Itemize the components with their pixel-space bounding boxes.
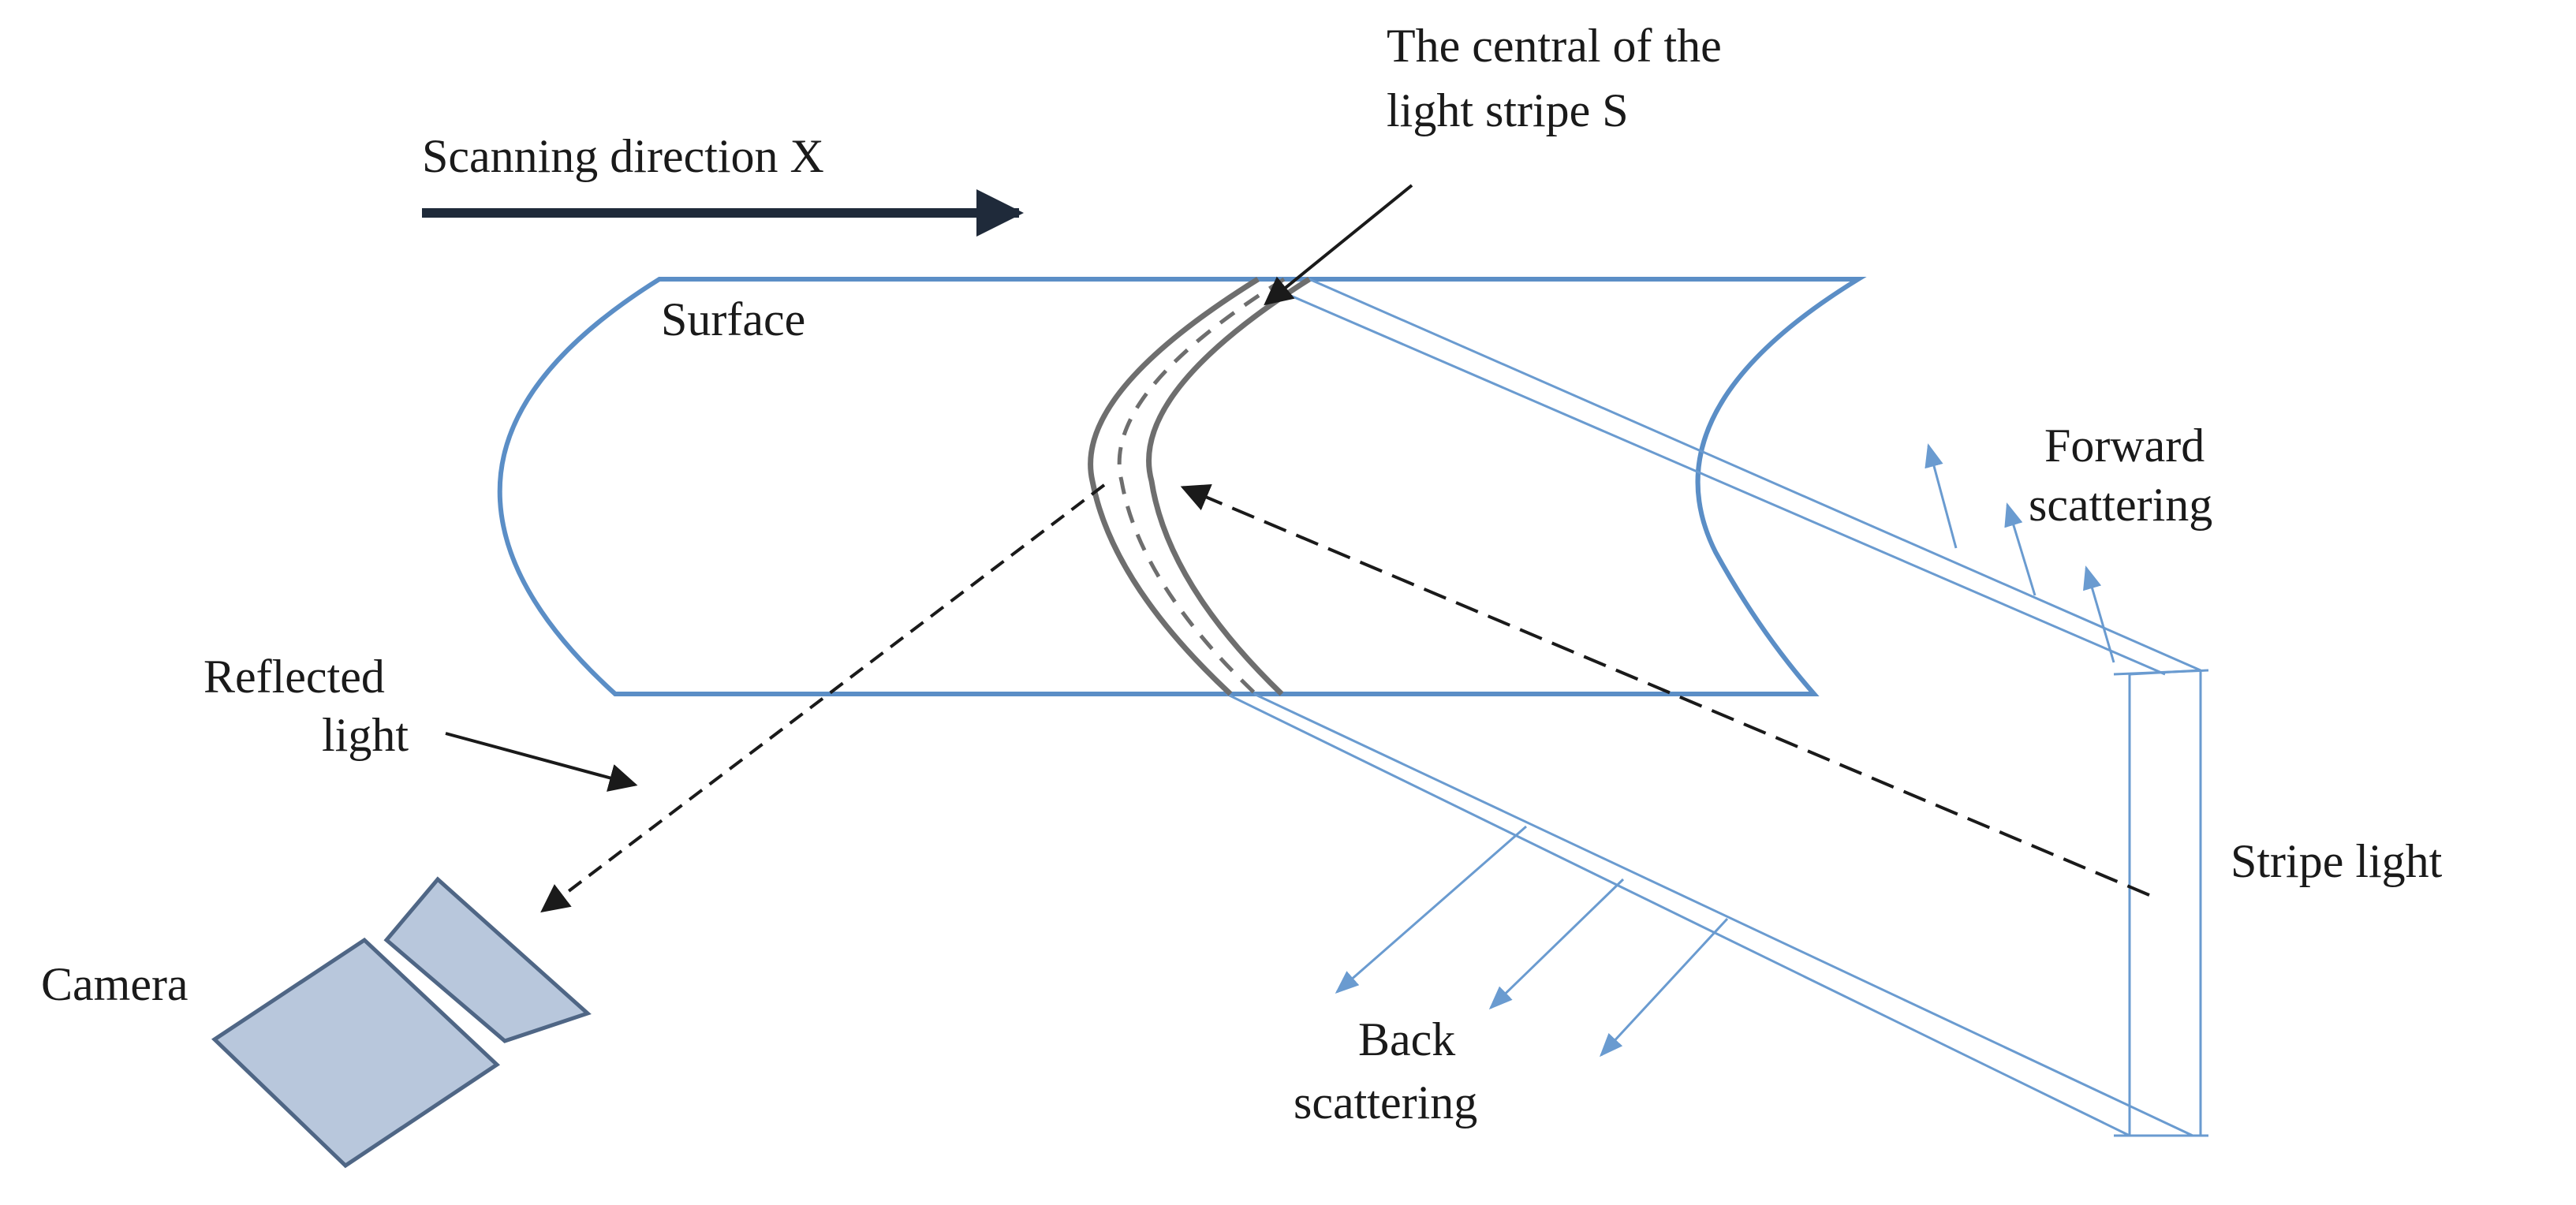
stripe-center-line <box>1117 277 1286 696</box>
reflected-light-dashed <box>540 483 1106 913</box>
reflected-light-label-line2: light <box>322 709 409 761</box>
reflected-light-label-line1: Reflected <box>203 651 385 703</box>
forward-scattering-arrows <box>1925 443 2115 663</box>
central-stripe-label-line1: The central of the <box>1387 20 1722 72</box>
back-scattering-label-line2: scattering <box>1294 1076 1477 1129</box>
incident-light-dashed <box>1180 484 2150 897</box>
forward-scattering-label-line2: scattering <box>2029 479 2212 531</box>
reflected-light-pointer <box>445 732 638 792</box>
central-stripe-pointer <box>1264 184 1413 306</box>
back-scattering-arrows <box>1335 825 1729 1058</box>
forward-scattering-label-line1: Forward <box>2044 420 2205 472</box>
stripe-light-label: Stripe light <box>2231 835 2443 887</box>
surface-label: Surface <box>661 293 805 345</box>
camera-icon <box>211 876 592 1169</box>
light-stripe <box>1088 277 1311 696</box>
stripe-light-beam <box>1226 278 2209 1137</box>
camera-label: Camera <box>41 958 189 1010</box>
back-scattering-label-line1: Back <box>1358 1013 1455 1065</box>
central-stripe-label-line2: light stripe S <box>1387 84 1629 136</box>
surface-outline <box>497 277 1867 696</box>
scanning-direction-label: Scanning direction X <box>422 130 824 182</box>
